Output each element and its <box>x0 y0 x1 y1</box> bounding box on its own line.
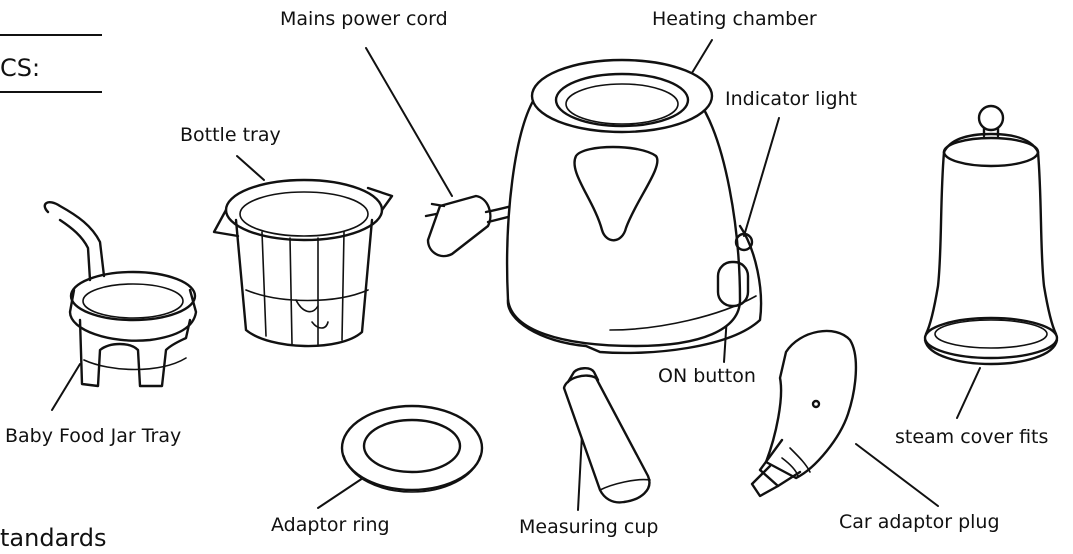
label-steam-cover-fits: steam cover fits <box>895 426 1049 448</box>
label-adaptor-ring: Adaptor ring <box>271 514 390 536</box>
leader-steam-cover-fits <box>956 367 981 419</box>
label-measuring-cup: Measuring cup <box>519 516 659 538</box>
header-fragment-text: CS: <box>0 54 41 82</box>
label-mains-power-cord: Mains power cord <box>280 8 448 30</box>
adaptor-ring-drawing <box>340 404 484 493</box>
footer-fragment-text: tandards <box>0 524 107 552</box>
bottle-tray-drawing <box>212 178 394 348</box>
top-rule-line <box>0 34 102 36</box>
leader-baby-food-jar-tray <box>51 363 81 411</box>
car-adaptor-plug-drawing <box>750 329 858 498</box>
label-car-adaptor-plug: Car adaptor plug <box>839 511 1000 533</box>
measuring-cup-drawing <box>562 367 651 504</box>
label-on-button: ON button <box>658 365 756 387</box>
leader-bottle-tray <box>236 155 265 181</box>
leader-measuring-cup <box>577 433 583 511</box>
leader-indicator-light <box>743 117 780 237</box>
label-indicator-light: Indicator light <box>725 88 858 110</box>
leader-adaptor-ring <box>317 477 364 509</box>
middle-rule-line <box>0 91 102 93</box>
mains-plug-drawing <box>424 194 514 258</box>
steam-cover-drawing <box>923 104 1059 366</box>
baby-food-jar-tray-drawing <box>43 201 198 388</box>
label-bottle-tray: Bottle tray <box>180 124 281 146</box>
leader-lines <box>51 39 981 511</box>
label-heating-chamber: Heating chamber <box>652 8 817 30</box>
warmer-body-drawing <box>505 58 763 355</box>
label-baby-food-jar-tray: Baby Food Jar Tray <box>5 425 182 447</box>
leader-car-adaptor-plug <box>855 443 939 507</box>
leader-mains-power-cord <box>365 47 453 197</box>
